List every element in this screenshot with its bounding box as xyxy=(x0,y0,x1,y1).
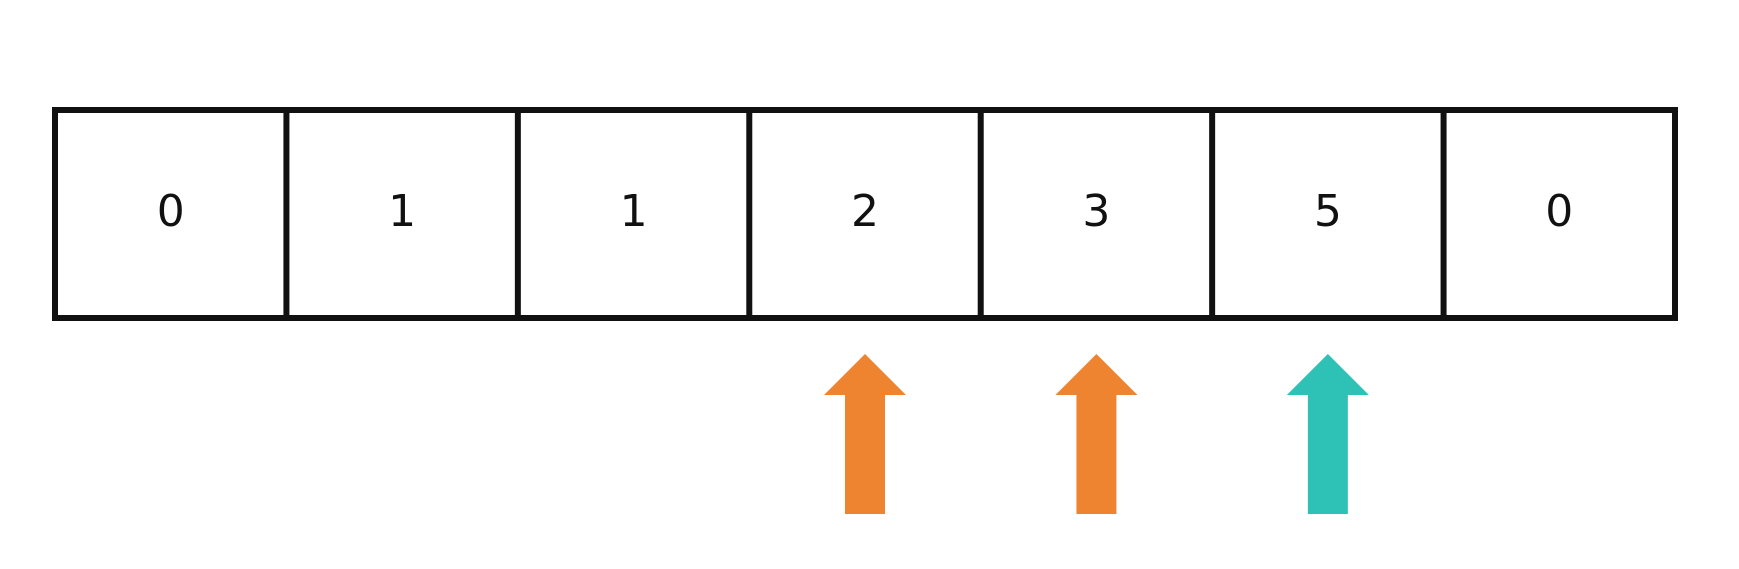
array-cell-value: 0 xyxy=(157,186,185,237)
array-cell-value: 1 xyxy=(388,186,416,237)
array-cell-value: 2 xyxy=(851,186,879,237)
array-frame xyxy=(52,107,1678,321)
array-cell-value: 3 xyxy=(1082,186,1110,237)
array-cell-value: 1 xyxy=(620,186,648,237)
up-arrow-icon xyxy=(1286,354,1369,514)
array-cell-value: 0 xyxy=(1545,186,1573,237)
up-arrow-icon xyxy=(824,354,906,514)
array-cell-value: 5 xyxy=(1314,186,1342,237)
array: 0 1 1 2 3 5 0 xyxy=(52,107,1678,321)
pointers xyxy=(824,354,1369,514)
up-arrow-icon xyxy=(1055,354,1138,514)
